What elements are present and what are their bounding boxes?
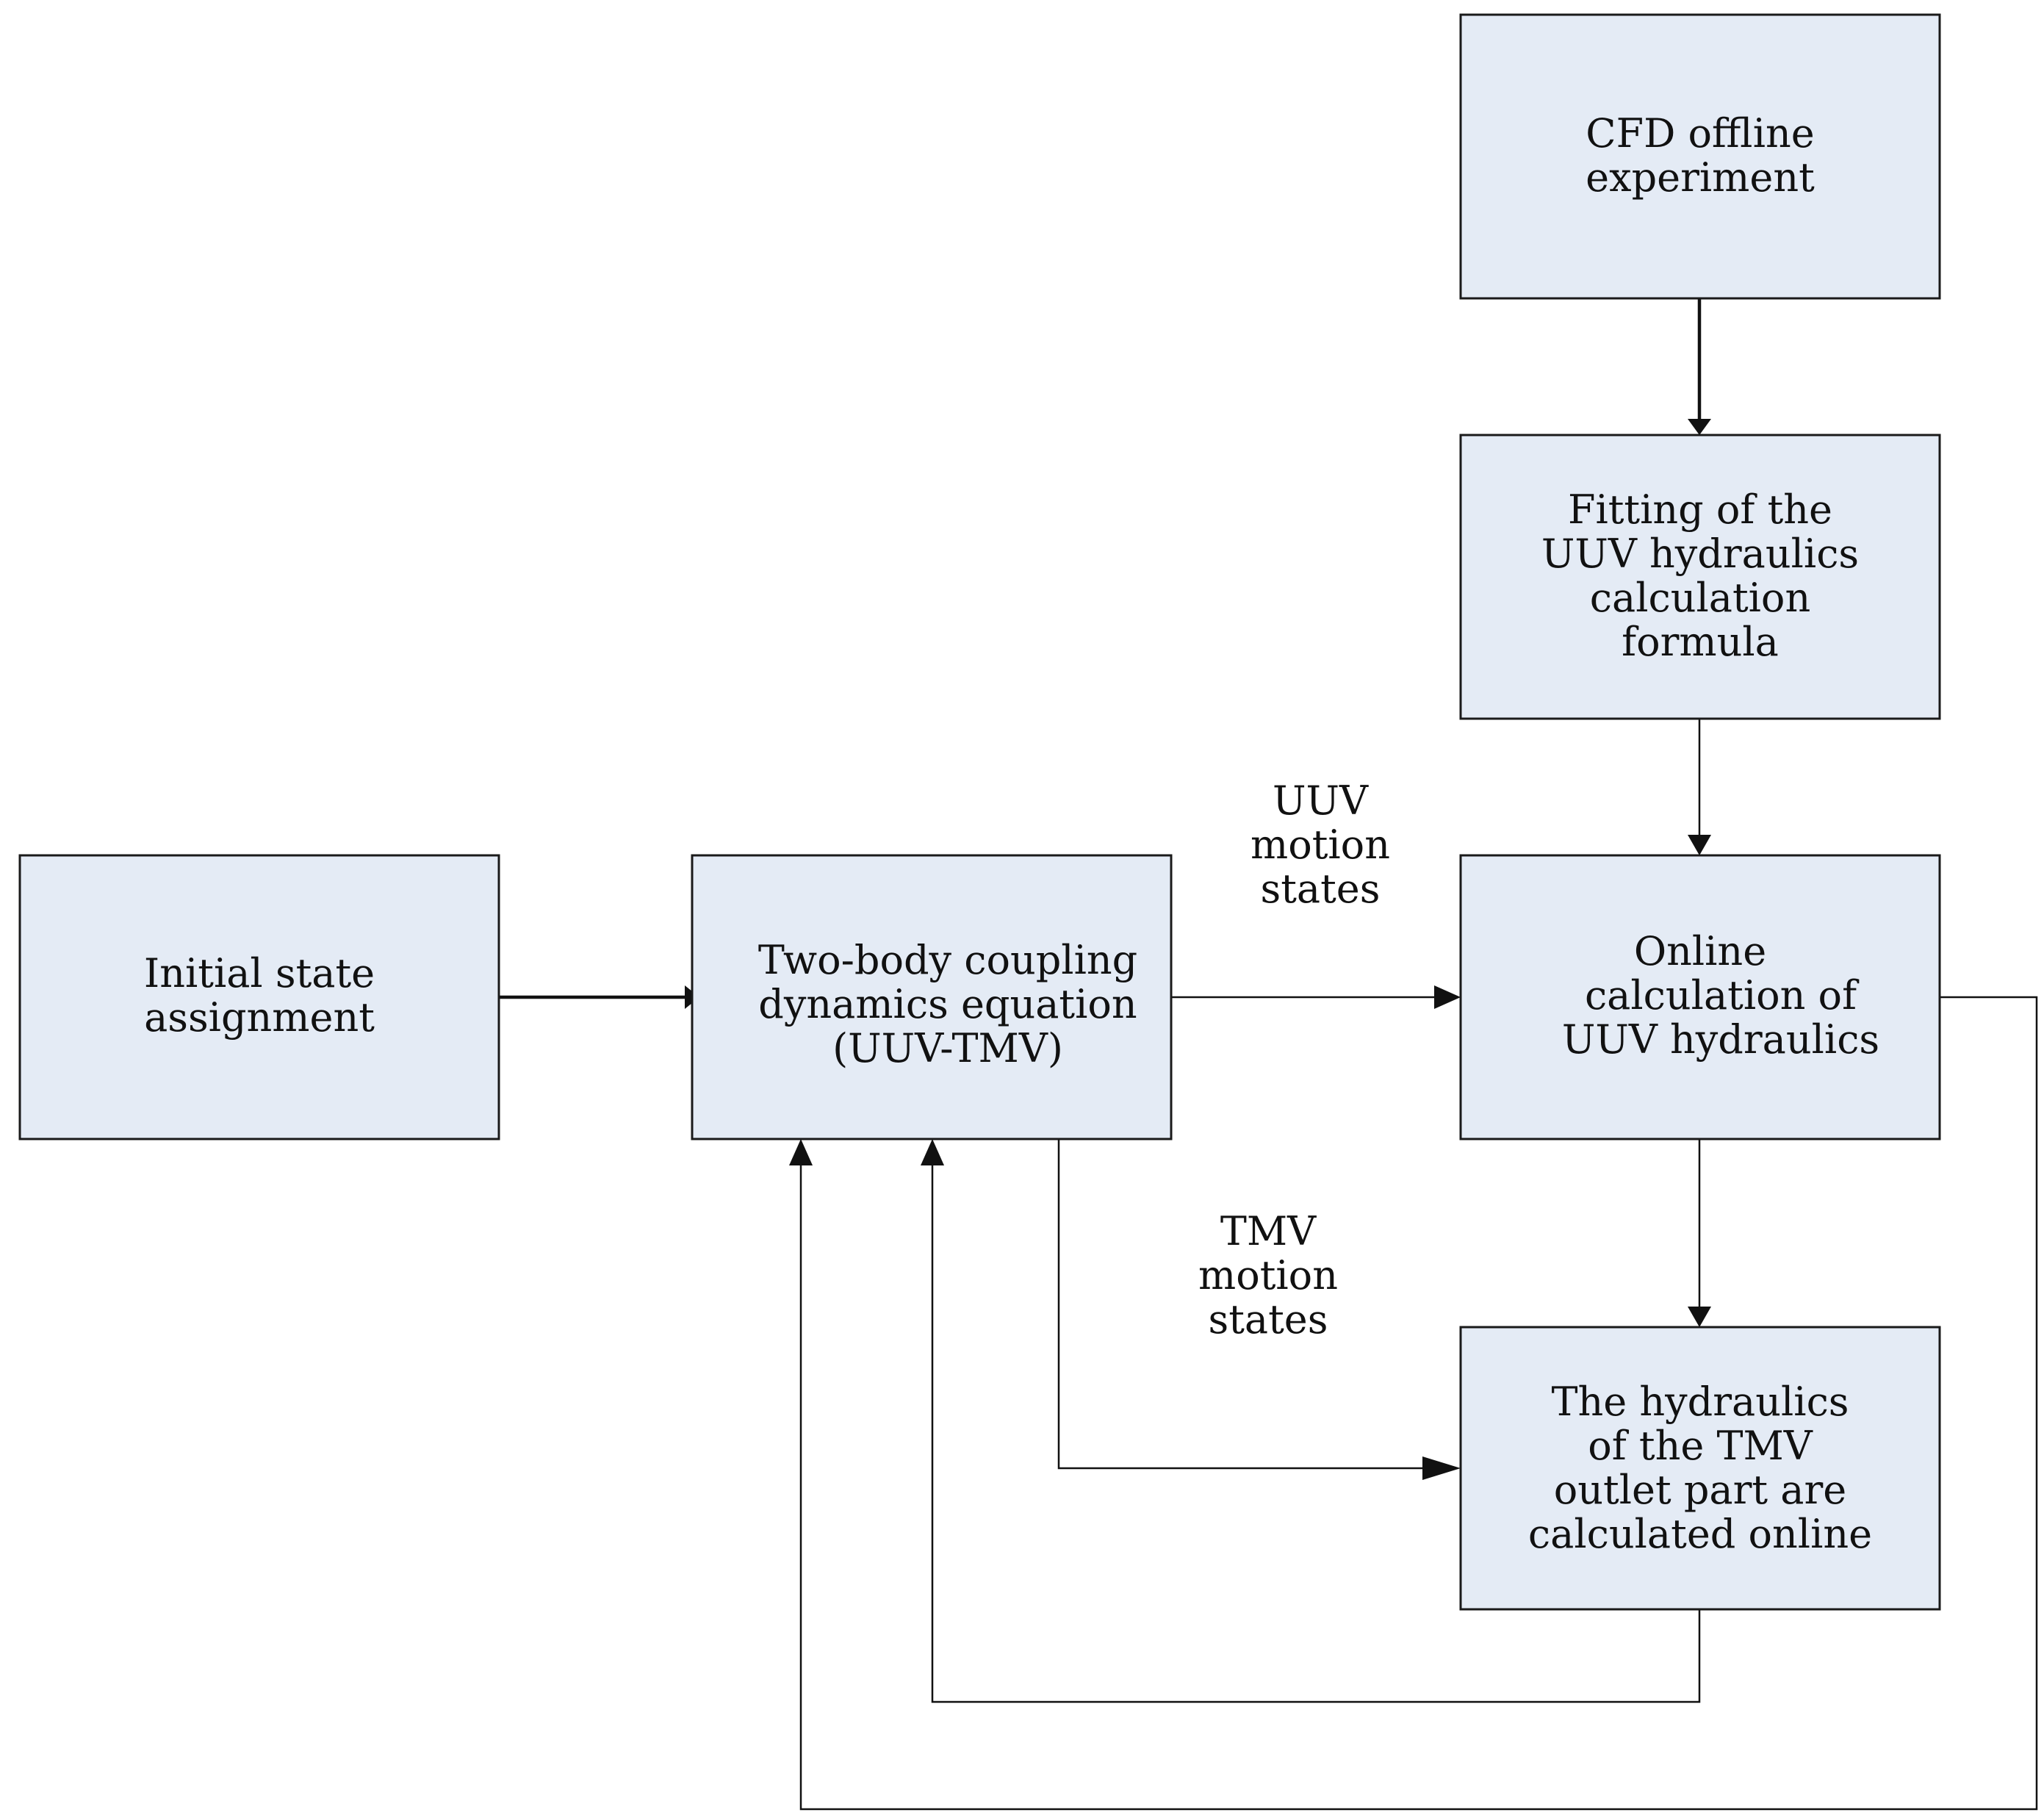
node-fitting-line-2: UUV hydraulics [1541,531,1859,577]
node-fitting-line-1: Fitting of the [1568,486,1832,533]
label-tmv-line-3: states [1209,1296,1328,1343]
arrowhead-tmv-hydraulics-left [1422,1456,1461,1480]
node-initial-line-1: Initial state [144,950,375,996]
node-tmv-hydraulics-line-4: calculated online [1528,1511,1872,1557]
node-cfd-line-1: CFD offline [1586,110,1814,157]
node-cfd-offline-experiment: CFD offline experiment [1459,13,1941,300]
label-tmv-line-1: TMV [1220,1208,1317,1254]
node-tmv-hydraulics-line-3: outlet part are [1554,1467,1847,1513]
label-tmv-motion-states: TMV motion states [1198,1208,1338,1343]
node-twobody-line-3: (UUV-TMV) [832,1025,1063,1071]
arrowhead-online-left [1434,985,1461,1009]
node-tmv-hydraulics-line-2: of the TMV [1588,1423,1813,1469]
node-twobody-line-1: Two-body coupling [758,937,1137,983]
label-uuv-line-1: UUV [1273,777,1369,824]
node-initial-state-assignment: Initial state assignment [18,854,500,1140]
node-two-body-coupling: Two-body coupling dynamics equation (UUV… [691,854,1173,1140]
node-online-line-2: calculation of [1585,972,1860,1018]
arrowhead-online-top [1688,835,1711,855]
node-twobody-line-2: dynamics equation [758,981,1137,1027]
arrowhead-tmv-hydraulics-top [1688,1307,1711,1327]
node-online-line-3: UUV hydraulics [1562,1016,1879,1063]
label-uuv-motion-states: UUV motion states [1250,777,1390,912]
label-uuv-line-3: states [1261,866,1381,912]
edge-online-feedback [799,996,2038,1811]
edge-twobody-to-tmv-hydraulics [1057,1139,1422,1470]
label-tmv-line-2: motion [1198,1252,1338,1298]
node-online-uuv-hydraulics: Online calculation of UUV hydraulics [1459,854,1941,1140]
label-uuv-line-2: motion [1250,822,1390,868]
node-fitting-formula: Fitting of the UUV hydraulics calculatio… [1459,434,1941,720]
node-fitting-line-3: calculation [1590,575,1810,621]
edge-tmv-hydraulics-feedback [931,1160,1701,1703]
arrowhead-twobody-bottom-left [789,1139,813,1165]
arrowhead-twobody-bottom-right [921,1139,944,1165]
node-online-line-1: Online [1634,928,1766,974]
node-fitting-line-4: formula [1622,619,1779,665]
node-tmv-outlet-hydraulics: The hydraulics of the TMV outlet part ar… [1459,1326,1941,1611]
node-initial-line-2: assignment [144,994,375,1041]
node-tmv-hydraulics-line-1: The hydraulics [1551,1379,1849,1425]
node-cfd-line-2: experiment [1586,154,1815,201]
arrowhead-fitting [1688,419,1711,435]
